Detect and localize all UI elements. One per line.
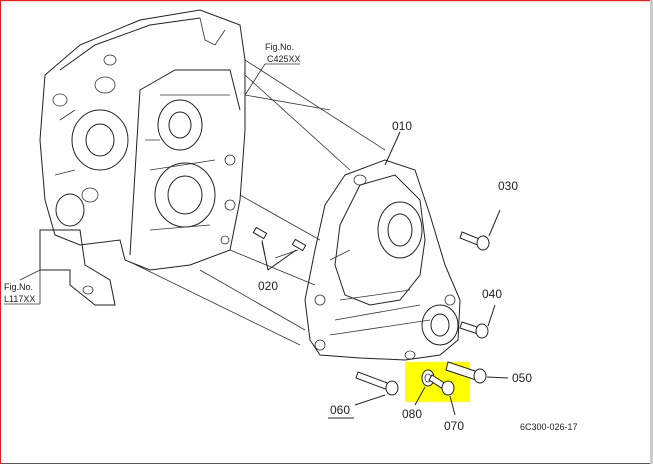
transmission-case-drawing — [39, 9, 246, 306]
fig-ref-label-2: Fig.No. — [4, 282, 33, 292]
part-label-030[interactable]: 030 — [498, 179, 518, 193]
part-label-060[interactable]: 060 — [330, 403, 350, 417]
fig-ref-number-1: C425XX — [267, 54, 301, 64]
fig-ref-leader-1 — [244, 63, 300, 96]
bolts — [261, 131, 509, 416]
fig-ref-label-1: Fig.No. — [265, 42, 294, 52]
dowel-pins — [252, 226, 307, 259]
window-edge — [650, 0, 653, 464]
fig-ref-leader-2 — [4, 270, 41, 305]
part-label-040[interactable]: 040 — [482, 287, 502, 301]
cover-010-drawing — [304, 159, 461, 361]
part-label-080[interactable]: 080 — [402, 407, 422, 421]
part-label-020[interactable]: 020 — [258, 279, 278, 293]
part-label-070[interactable]: 070 — [444, 419, 464, 433]
alignment-lines — [19, 59, 386, 346]
fig-ref-number-2: L117XX — [4, 294, 35, 304]
part-label-050[interactable]: 050 — [512, 371, 532, 385]
drawing-code: 6C300-026-17 — [520, 422, 578, 432]
part-label-010[interactable]: 010 — [392, 119, 412, 133]
